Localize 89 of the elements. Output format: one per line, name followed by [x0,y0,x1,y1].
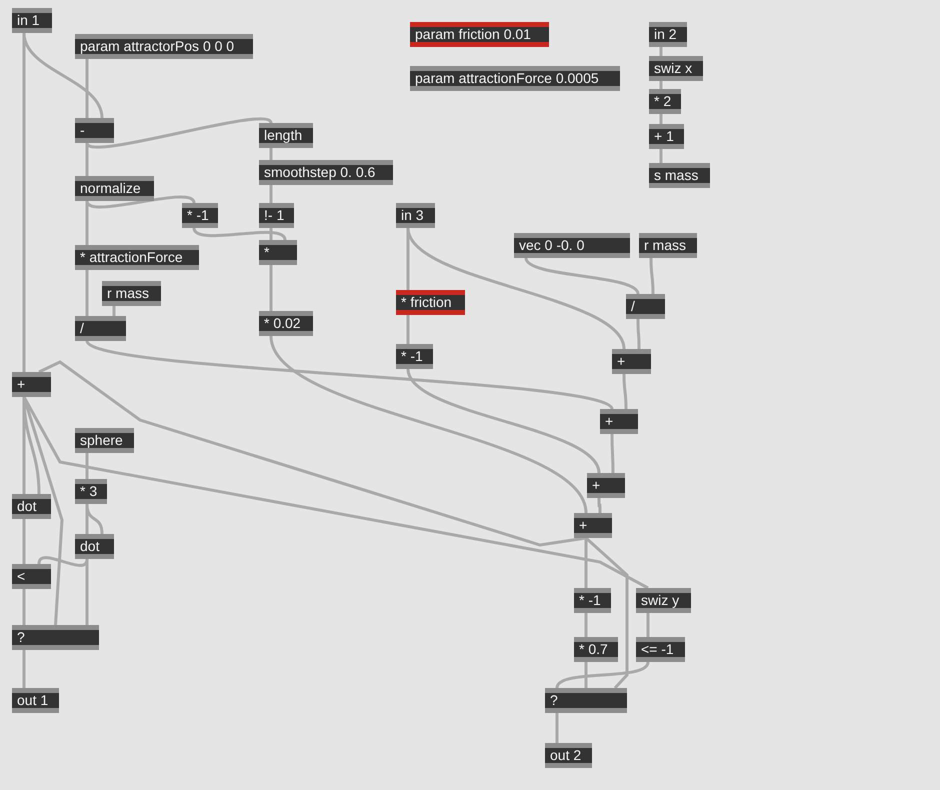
patch-cord [270,185,272,203]
object-box: * 3 [75,479,107,504]
patch-cord [660,81,662,89]
patch-cord [38,556,88,567]
object-box: * 0.7 [574,637,618,662]
object-box: * friction [396,290,465,315]
patch-cord [650,258,654,294]
patch-cord [86,270,88,316]
object-box: + [612,349,651,374]
patch-cord [22,519,26,564]
patch-cord [646,613,650,637]
patch-cord [598,498,602,513]
patch-cord [86,559,88,625]
object-box: swiz y [636,588,691,613]
patch-cord [524,257,640,295]
patch-cord [636,319,640,349]
object-box: * -1 [574,588,611,613]
patch-cord [86,143,88,176]
object-box: in 3 [396,203,435,228]
object-box: * -1 [182,203,218,228]
object-box: - [75,118,114,143]
object-box: out 2 [545,743,592,768]
patch-cord [86,504,104,534]
patch-cord [22,396,649,590]
patch-cord [406,315,410,344]
object-box: + [12,372,51,397]
object-box: r mass [102,281,161,306]
object-box: + [574,513,612,538]
patch-cord [270,336,588,514]
patch-cord [38,360,586,547]
object-box: dot [12,494,51,519]
object-box: normalize [75,176,154,201]
patch-cord [270,228,272,240]
object-box: r mass [639,233,697,258]
object-box: !- 1 [259,203,294,228]
object-box: + 1 [649,124,684,149]
patch-cord [86,118,272,148]
object-box: * attractionForce [75,245,199,270]
object-box: swiz x [649,56,703,81]
object-box: in 2 [649,22,687,47]
patch-cord [22,589,26,625]
patch-cord [556,713,558,743]
object-box: vec 0 -0. 0 [514,233,630,258]
patch-cord [86,340,613,410]
object-box: <= -1 [636,637,685,662]
patch-cord [86,201,88,245]
object-box: dot [75,534,114,559]
patch-cord [112,306,116,316]
patch-cord [22,33,26,372]
patch-cord [660,114,662,124]
object-box: s mass [649,163,710,188]
patch-cord [622,374,628,410]
patch-cord [610,434,614,473]
object-box: < [12,564,51,589]
object-box: * -1 [396,344,433,369]
object-box: smoothstep 0. 0.6 [259,160,393,185]
patch-cord [584,662,588,688]
object-box: sphere [75,428,134,453]
object-box: / [75,316,126,341]
object-box: + [600,409,638,434]
object-box: in 1 [12,8,52,33]
object-box: * 0.02 [259,311,313,336]
object-box: ? [545,688,627,713]
object-box: param friction 0.01 [410,22,549,47]
patch-cord [22,650,26,688]
patch-cord [660,47,662,56]
object-box: + [587,473,625,498]
patch-cord [86,59,88,118]
object-box: out 1 [12,688,59,713]
object-box: ? [12,625,99,650]
object-box: * [259,240,297,265]
patch-cord [406,228,626,350]
object-box: param attractorPos 0 0 0 [75,34,253,59]
object-box: * 2 [649,89,681,114]
patch-cord [192,227,286,241]
patch-cord [584,613,588,637]
patch-cord [406,368,600,474]
patch-cord [270,265,272,311]
patch-cord [584,538,588,588]
patch-cord [660,149,662,163]
patch-cord [406,228,410,290]
patch-cord [270,148,272,160]
patch-cord [86,453,88,479]
patch-cord [585,536,628,690]
patch-cord [86,196,196,208]
object-box: length [259,123,313,148]
object-box: / [626,294,665,319]
object-box: param attractionForce 0.0005 [410,66,620,91]
patch-cord [556,661,650,689]
